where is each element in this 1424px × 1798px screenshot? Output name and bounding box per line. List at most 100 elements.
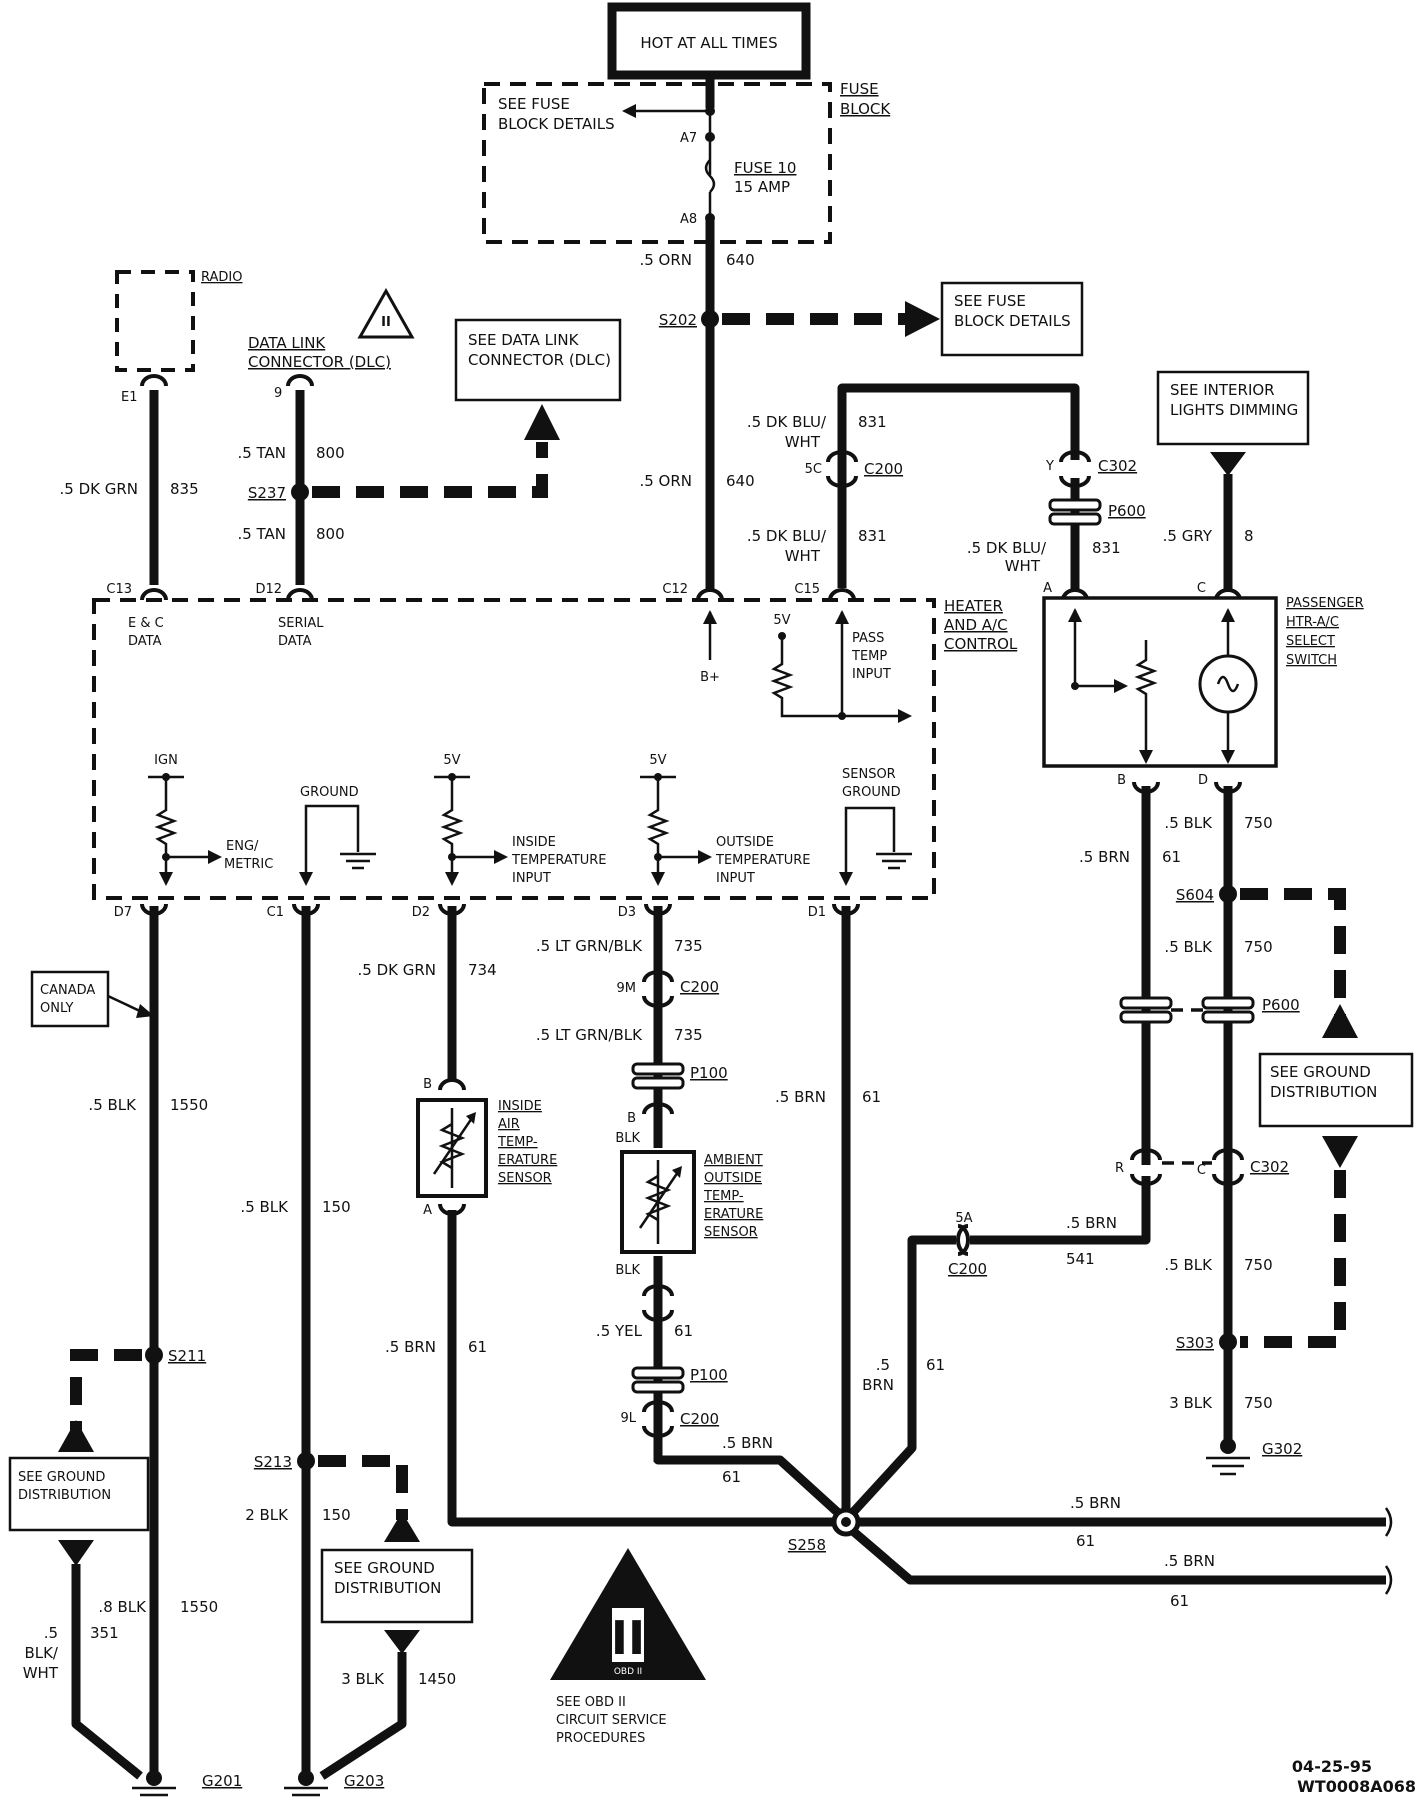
c302-y-connector-top [1059, 450, 1091, 463]
wire-750-d-size: 3 BLK [1169, 1394, 1213, 1412]
splice-s237: S237 [248, 484, 286, 502]
c200-9l-connector-top [642, 1400, 674, 1413]
inside-temp-1: INSIDE [512, 835, 556, 850]
inside-temp-2: TEMPERATURE [511, 853, 607, 868]
fuse-terminal-a8: A8 [680, 212, 697, 227]
p600-mid-plate-3 [1201, 996, 1255, 1010]
fuse-terminal-a7-dot [705, 132, 715, 142]
pass-temp-2: TEMP [851, 649, 887, 664]
wire-750-b-circuit: 750 [1244, 938, 1273, 956]
pass-temp-up-arrow [835, 610, 849, 624]
wire-735-a-size: .5 LT GRN/BLK [536, 937, 643, 955]
s213-dashed-lead [318, 1455, 408, 1520]
see-ground-mid-box [320, 1548, 474, 1624]
c302-c-connector-top [1212, 1148, 1244, 1161]
sensor-ground-2: GROUND [842, 785, 901, 800]
wire-800-bot-size: .5 TAN [237, 525, 286, 543]
pin-c12: C12 [662, 582, 688, 597]
wire-735-b-circuit: 735 [674, 1026, 703, 1044]
inside-sensor-variable [432, 1117, 474, 1175]
see-ground-mid-1: SEE GROUND [334, 1559, 435, 1577]
pin-d1: D1 [808, 905, 826, 920]
s213-arrow-head [384, 1512, 420, 1542]
bplus-label: B+ [700, 670, 720, 685]
wire-61-a-circuit: 61 [1162, 848, 1181, 866]
ambient-sensor-4: ERATURE [704, 1207, 763, 1222]
c200-5a-pin: 5A [955, 1211, 972, 1226]
eng-metric-1: ENG/ [226, 839, 259, 854]
switch-label-2: HTR-A/C [1286, 615, 1339, 630]
pin-c15: C15 [794, 582, 820, 597]
ambient-bottom-connector-top [642, 1284, 674, 1297]
g302-dot [1220, 1438, 1236, 1454]
see-interior-box [1156, 370, 1310, 446]
c200-9l-name: C200 [680, 1410, 719, 1428]
p600-top-plate-2 [1048, 512, 1102, 526]
wire-61-center-circuit: 61 [862, 1088, 881, 1106]
wire-800-top-circuit: 800 [316, 444, 345, 462]
wire-61-center-size: .5 BRN [775, 1088, 826, 1106]
p600-mid-plate-4 [1201, 1010, 1255, 1024]
v5-outside: 5V [649, 753, 666, 768]
inside-sensor-5: SENSOR [498, 1171, 552, 1186]
pass-temp-3: INPUT [852, 667, 891, 682]
wire-150-b-circuit: 150 [322, 1506, 351, 1524]
wire-61-out2-size: .5 BRN [1164, 1552, 1215, 1570]
switch-c-arrow [1221, 608, 1235, 622]
v5-inside: 5V [443, 753, 460, 768]
c200-5a-connector-left [957, 1224, 970, 1256]
wire-750-b-size: .5 BLK [1164, 938, 1213, 956]
dlc-connector [286, 374, 314, 387]
wire-61-diag-circuit: 61 [926, 1356, 945, 1374]
wire-735-b-size: .5 LT GRN/BLK [536, 1026, 643, 1044]
splice-s258-dot [841, 1517, 851, 1527]
splice-s213: S213 [254, 1453, 292, 1471]
wire-61-ambient [653, 1430, 850, 1524]
serial-data-2: DATA [278, 634, 312, 649]
dlc-label-2: CONNECTOR (DLC) [248, 353, 391, 371]
see-ground-left-box [8, 1456, 150, 1532]
s237-dashed-lead [312, 442, 548, 498]
c302-r-pin: R [1115, 1161, 1124, 1176]
ground-left-arrow [58, 1540, 94, 1566]
bplus-arrow [703, 610, 717, 624]
p100-a-plate-2 [631, 1076, 685, 1090]
obd-symbol: II [611, 1611, 645, 1665]
wire-750-d-circuit: 750 [1244, 1394, 1273, 1412]
g201-dot [146, 1770, 162, 1786]
obd-badge: OBD II [614, 1667, 642, 1677]
switch-pin-b: B [1117, 773, 1126, 788]
inside-sensor-4: ERATURE [498, 1153, 557, 1168]
wire-835-circuit: 835 [170, 480, 199, 498]
wire-150-a-size: .5 BLK [240, 1198, 289, 1216]
wire-61-inside-circuit: 61 [468, 1338, 487, 1356]
s303-dashed-lead [1240, 1170, 1346, 1348]
p600-top-name: P600 [1108, 502, 1146, 520]
switch-b-arrow [1139, 750, 1153, 764]
pass-temp-arrow [898, 709, 912, 723]
wire-1450-size: 3 BLK [341, 1670, 385, 1688]
wire-61-yel-circuit: 61 [674, 1322, 693, 1340]
wire-541-size: .5 BRN [1066, 1214, 1117, 1232]
obd-note-1: SEE OBD II [556, 1695, 626, 1710]
wire-831-top-circuit: 831 [858, 413, 887, 431]
pin-d2: D2 [412, 905, 430, 920]
ambient-blk-top: BLK [615, 1131, 640, 1146]
c200-5c-connector-bot [826, 475, 858, 488]
wire-831-mid-circuit: 831 [858, 527, 887, 545]
splice-s303: S303 [1176, 1334, 1214, 1352]
s211-arrow-head [58, 1420, 94, 1452]
canada-pointer [107, 994, 143, 1014]
v5-top: 5V [773, 613, 790, 628]
serial-data-1: SERIAL [278, 616, 324, 631]
see-dlc-2: CONNECTOR (DLC) [468, 351, 611, 369]
inside-resistor [440, 777, 464, 880]
pass-temp-resistor [770, 636, 900, 718]
wire-541-right [970, 1176, 1151, 1245]
see-ground-mid-2: DISTRIBUTION [334, 1579, 441, 1597]
ambient-sensor-variable [638, 1171, 680, 1229]
wire-831-right-size2: WHT [1005, 557, 1041, 575]
g203-label: G203 [344, 1772, 384, 1790]
wire-61-yel-size: .5 YEL [596, 1322, 643, 1340]
